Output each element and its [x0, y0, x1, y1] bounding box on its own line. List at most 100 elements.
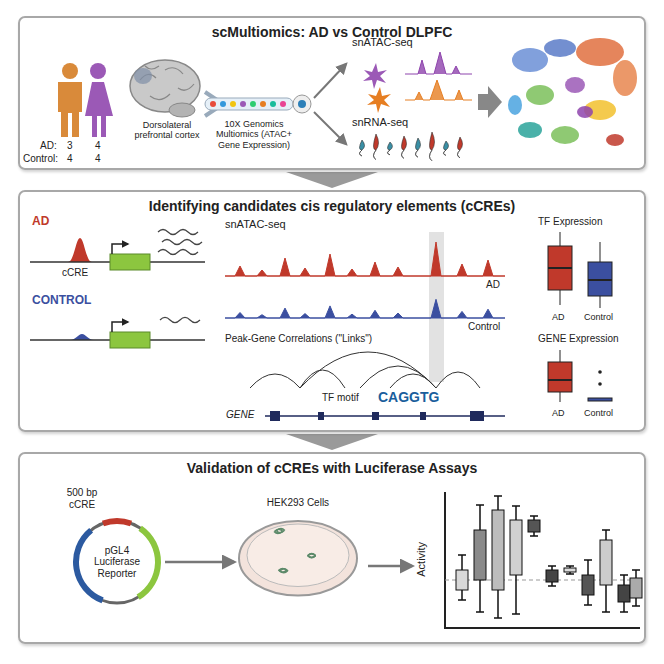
annotation-label: Control: — [23, 153, 58, 165]
gene-model — [265, 415, 505, 417]
activity-chart — [445, 492, 640, 628]
peak-gene-links — [390, 374, 436, 388]
person-male — [58, 63, 82, 137]
microfluidic-chip — [298, 100, 306, 108]
annotation-label: GENE — [226, 409, 254, 421]
panel-heading: Identifying candidates cis regulatory el… — [20, 192, 644, 220]
split-arrow — [314, 64, 346, 144]
gene-track-control — [30, 318, 205, 349]
brain-icon — [169, 103, 195, 117]
gene-track-ad — [158, 230, 202, 255]
atac-peaks — [405, 80, 472, 100]
rna-violins — [430, 132, 435, 161]
dish-outline — [237, 513, 359, 604]
tf-boxplot — [588, 279, 612, 281]
microfluidic-chip — [250, 101, 256, 107]
microfluidic-chip — [210, 101, 216, 107]
gene-boxplot — [598, 382, 602, 386]
microfluidic-chip — [220, 101, 226, 107]
annotation-label: Dorsolateral prefrontal cortex — [132, 120, 202, 141]
activity-boxes — [600, 530, 612, 612]
microfluidic-chip — [230, 101, 236, 107]
activity-boxes — [546, 566, 558, 586]
neuron-icons — [367, 87, 391, 113]
rna-violins — [360, 140, 365, 156]
gene-model — [318, 412, 324, 420]
microfluidic-chip — [270, 101, 276, 107]
peak-gene-links — [250, 352, 480, 388]
gene-track-control — [30, 334, 94, 340]
umap-clusters — [512, 48, 548, 72]
gene-boxplot — [548, 350, 612, 402]
peak-gene-links — [300, 370, 345, 388]
gene-track-ad — [30, 230, 205, 271]
annotation-label: AD — [552, 408, 565, 418]
atac-tracks — [225, 242, 505, 318]
gene-boxplot — [548, 362, 572, 392]
umap-clusters — [613, 60, 637, 96]
umap-clusters — [518, 122, 542, 138]
annotation-label: 10X Genomics Multiomics (ATAC+ Gene Expr… — [206, 119, 302, 150]
activity-boxes — [582, 560, 594, 605]
gene-model — [470, 411, 484, 421]
tf-boxplot — [588, 262, 612, 296]
umap-clusters — [508, 38, 637, 146]
rna-violins — [402, 136, 407, 158]
activity-boxes — [492, 496, 504, 618]
node-label: pGL4 Luciferase Reporter — [84, 545, 150, 580]
umap-clusters — [508, 95, 522, 115]
annotation-label: CAGGTG — [378, 389, 439, 405]
umap-clusters — [565, 77, 585, 93]
umap-clusters — [576, 38, 624, 66]
split-arrow — [314, 64, 346, 98]
umap-clusters — [551, 126, 579, 144]
person-male — [58, 82, 82, 137]
gene-boxplot — [598, 370, 602, 374]
gene-model — [270, 411, 280, 421]
activity-boxes — [474, 530, 486, 580]
plasmid-circle: pGL4 Luciferase Reporter — [72, 517, 162, 607]
annotation-label: Control — [584, 312, 613, 322]
person-female — [85, 63, 113, 137]
tf-boxplot — [548, 232, 612, 308]
section-arrow — [286, 434, 378, 450]
gene-boxplot — [548, 379, 572, 381]
umap-clusters — [544, 39, 576, 57]
annotation-label: snRNA-seq — [352, 116, 408, 129]
neuron-icons — [363, 63, 387, 89]
gene-track-control — [160, 318, 200, 323]
annotation-label: 3 — [67, 140, 73, 152]
annotation-label: AD — [486, 279, 500, 291]
person-female — [90, 63, 106, 79]
brain-icon — [134, 68, 152, 84]
peak-gene-links — [300, 352, 436, 388]
annotation-label: Activity — [415, 542, 428, 577]
annotation-label: Control — [468, 321, 500, 333]
rna-violins — [360, 132, 463, 161]
atac-peaks — [405, 52, 472, 74]
activity-boxes — [564, 566, 576, 574]
brain-icon — [130, 60, 200, 117]
rna-violins — [388, 142, 393, 155]
annotation-label: snATAC-seq — [352, 36, 413, 49]
annotation-label: 500 bp cCRE — [56, 487, 108, 510]
annotation-label: GENE Expression — [538, 333, 619, 345]
annotation-label: CONTROL — [32, 294, 91, 308]
microfluidic-chip — [240, 101, 246, 107]
activity-boxes — [528, 516, 540, 536]
activity-boxes — [600, 540, 612, 585]
peak-gene-links — [360, 366, 436, 388]
annotation-label: 4 — [67, 153, 73, 165]
activity-chart — [445, 492, 640, 628]
activity-boxes — [456, 555, 468, 600]
microfluidic-chip — [205, 92, 311, 116]
annotation-label: TF Expression — [538, 216, 602, 228]
activity-boxes — [492, 510, 504, 590]
annotation-label: cCRE — [62, 267, 88, 279]
gene-boxplot — [588, 398, 612, 401]
tf-boxplot — [548, 267, 572, 269]
activity-boxes — [456, 496, 642, 618]
flow-arrow — [368, 565, 412, 568]
panel-heading: scMultiomics: AD vs Control DLPFC — [20, 18, 644, 46]
flow-arrow — [165, 561, 234, 564]
